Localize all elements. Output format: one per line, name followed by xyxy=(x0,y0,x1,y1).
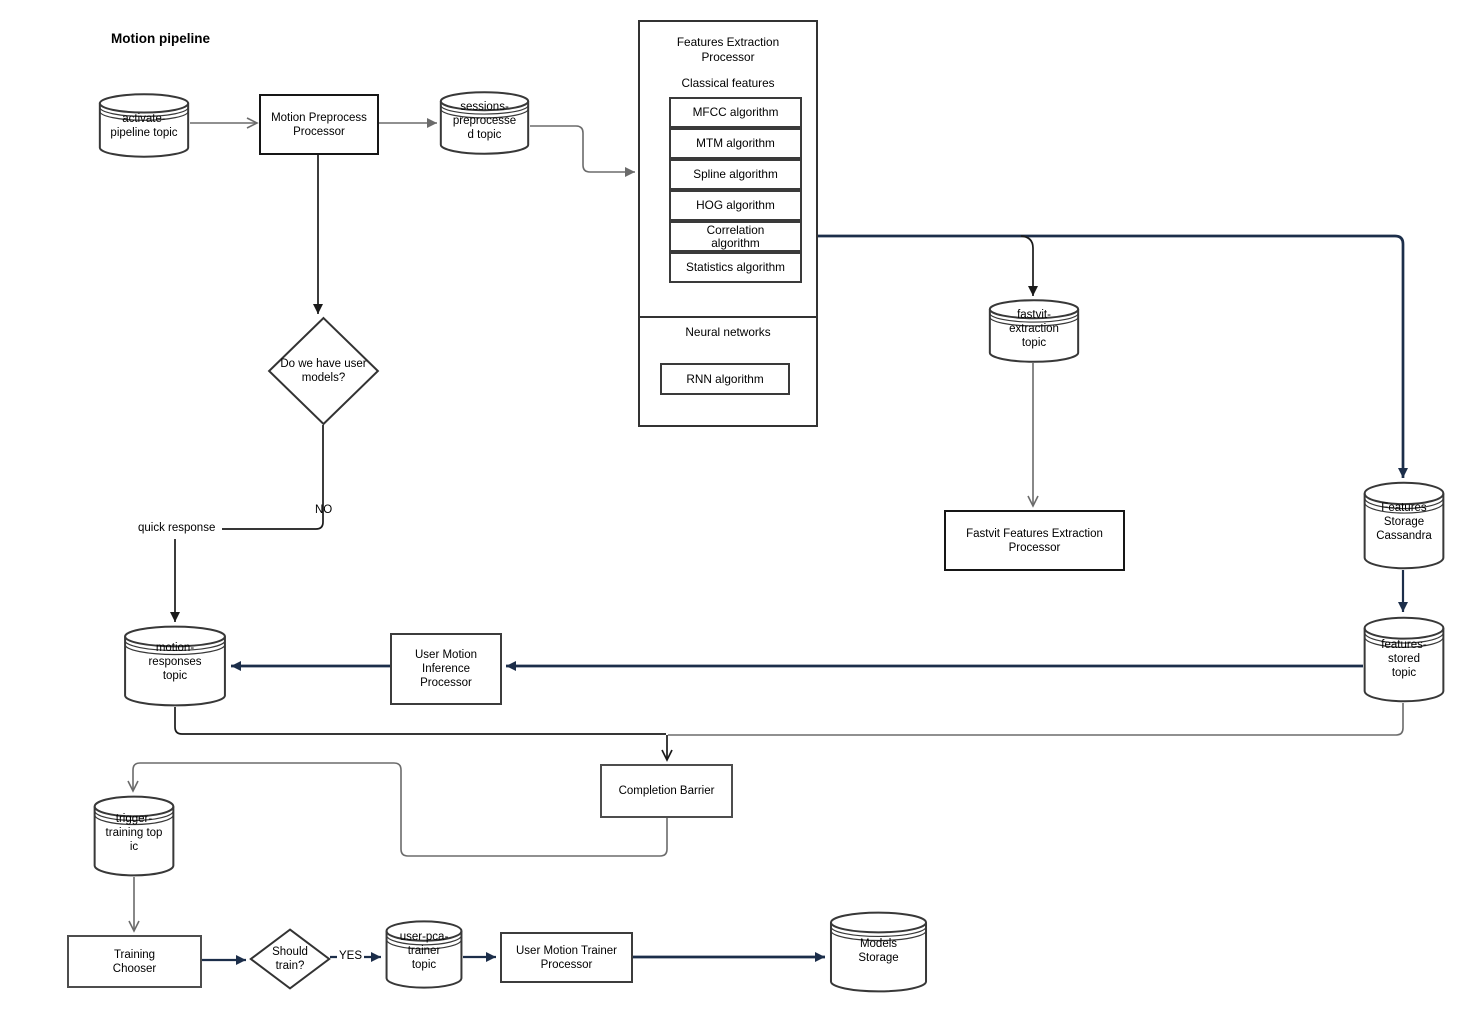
node-spline-algorithm[interactable]: Spline algorithm xyxy=(669,159,802,190)
node-user-motion-inference-processor[interactable]: User Motion Inference Processor xyxy=(390,633,502,705)
node-statistics-algorithm[interactable]: Statistics algorithm xyxy=(669,252,802,283)
node-label: features- stored topic xyxy=(1381,639,1427,679)
wire-motion-responses-to-bus xyxy=(174,707,666,735)
node-label: fastvit- extraction topic xyxy=(1009,309,1059,349)
cylinder-shape xyxy=(1363,481,1445,570)
wire-decision-no-branch xyxy=(222,425,324,530)
diamond-shape xyxy=(268,317,379,425)
classical-features-heading: Classical features xyxy=(681,76,775,90)
wire-completion-to-trigger-training xyxy=(127,762,668,857)
node-completion-barrier[interactable]: Completion Barrier xyxy=(600,764,733,818)
node-user-pca-trainer-topic[interactable]: user-pca- trainer topic xyxy=(385,920,463,989)
node-user-motion-trainer-processor[interactable]: User Motion Trainer Processor xyxy=(500,932,633,983)
cylinder-shape xyxy=(98,93,190,158)
node-training-chooser[interactable]: Training Chooser xyxy=(67,935,202,988)
node-label: Completion Barrier xyxy=(618,785,715,797)
node-label: User Motion Trainer Processor xyxy=(516,944,617,971)
edge-label-no: NO xyxy=(315,504,333,516)
node-label: activate- pipeline topic xyxy=(110,113,178,139)
node-decision-user-models[interactable]: Do we have user models? xyxy=(268,317,379,425)
node-mtm-algorithm[interactable]: MTM algorithm xyxy=(669,128,802,159)
node-motion-preprocess-processor[interactable]: Motion Preprocess Processor xyxy=(259,94,379,155)
node-trigger-training-topic[interactable]: trigger- training top ic xyxy=(93,795,175,877)
node-features-stored-topic[interactable]: features- stored topic xyxy=(1363,616,1445,703)
node-label: Do we have user models? xyxy=(280,358,367,384)
node-label: Models Storage xyxy=(858,938,899,964)
features-box-title: Features Extraction Processor xyxy=(676,35,780,64)
node-label: trigger- training top ic xyxy=(105,813,163,853)
wire-features-stored-to-bus xyxy=(668,703,1404,736)
node-label: Motion Preprocess Processor xyxy=(271,111,367,138)
wire-features-to-cassandra xyxy=(817,234,1408,478)
node-label: sessions- preprocesse d topic xyxy=(452,101,517,141)
node-features-extraction-processor[interactable]: Features Extraction Processor Classical … xyxy=(638,20,818,427)
cylinder-shape xyxy=(123,625,227,707)
cylinder-shape xyxy=(385,920,463,989)
node-label: motion- responses topic xyxy=(148,642,202,682)
node-decision-should-train[interactable]: Should train? xyxy=(250,929,330,989)
node-label: user-pca- trainer topic xyxy=(399,931,449,971)
neural-networks-heading: Neural networks xyxy=(685,325,771,339)
wire-features-to-fastvit-topic xyxy=(1020,235,1038,296)
node-label: User Motion Inference Processor xyxy=(415,649,477,689)
node-label: Should train? xyxy=(272,946,308,972)
diagram-title: Motion pipeline xyxy=(111,31,210,46)
cylinder-shape xyxy=(93,795,175,877)
node-mfcc-algorithm[interactable]: MFCC algorithm xyxy=(669,97,802,128)
wire-sessions-to-features xyxy=(530,125,635,177)
edge-label-yes: YES xyxy=(337,950,365,962)
node-motion-responses-topic[interactable]: motion- responses topic xyxy=(123,625,227,707)
cylinder-shape xyxy=(988,299,1080,363)
node-models-storage[interactable]: Models Storage xyxy=(829,911,928,993)
node-fastvit-features-extraction-processor[interactable]: Fastvit Features Extraction Processor xyxy=(944,510,1125,571)
node-fastvit-extraction-topic[interactable]: fastvit- extraction topic xyxy=(988,299,1080,363)
cylinder-shape xyxy=(1363,616,1445,703)
cylinder-shape xyxy=(439,91,530,155)
node-activate-pipeline-topic[interactable]: activate- pipeline topic xyxy=(98,93,190,158)
section-divider xyxy=(640,316,816,318)
node-hog-algorithm[interactable]: HOG algorithm xyxy=(669,190,802,221)
edge-label-quick-response: quick response xyxy=(138,522,216,534)
node-label: Features Storage Cassandra xyxy=(1376,502,1432,542)
node-features-storage-cassandra[interactable]: Features Storage Cassandra xyxy=(1363,481,1445,570)
cylinder-shape xyxy=(829,911,928,993)
node-sessions-preprocessed-topic[interactable]: sessions- preprocesse d topic xyxy=(439,91,530,155)
diamond-shape xyxy=(250,929,330,989)
node-rnn-algorithm[interactable]: RNN algorithm xyxy=(660,363,790,395)
node-label: Training Chooser xyxy=(112,948,157,975)
node-correlation-algorithm[interactable]: Correlation algorithm xyxy=(669,221,802,252)
node-label: Fastvit Features Extraction Processor xyxy=(966,527,1103,554)
